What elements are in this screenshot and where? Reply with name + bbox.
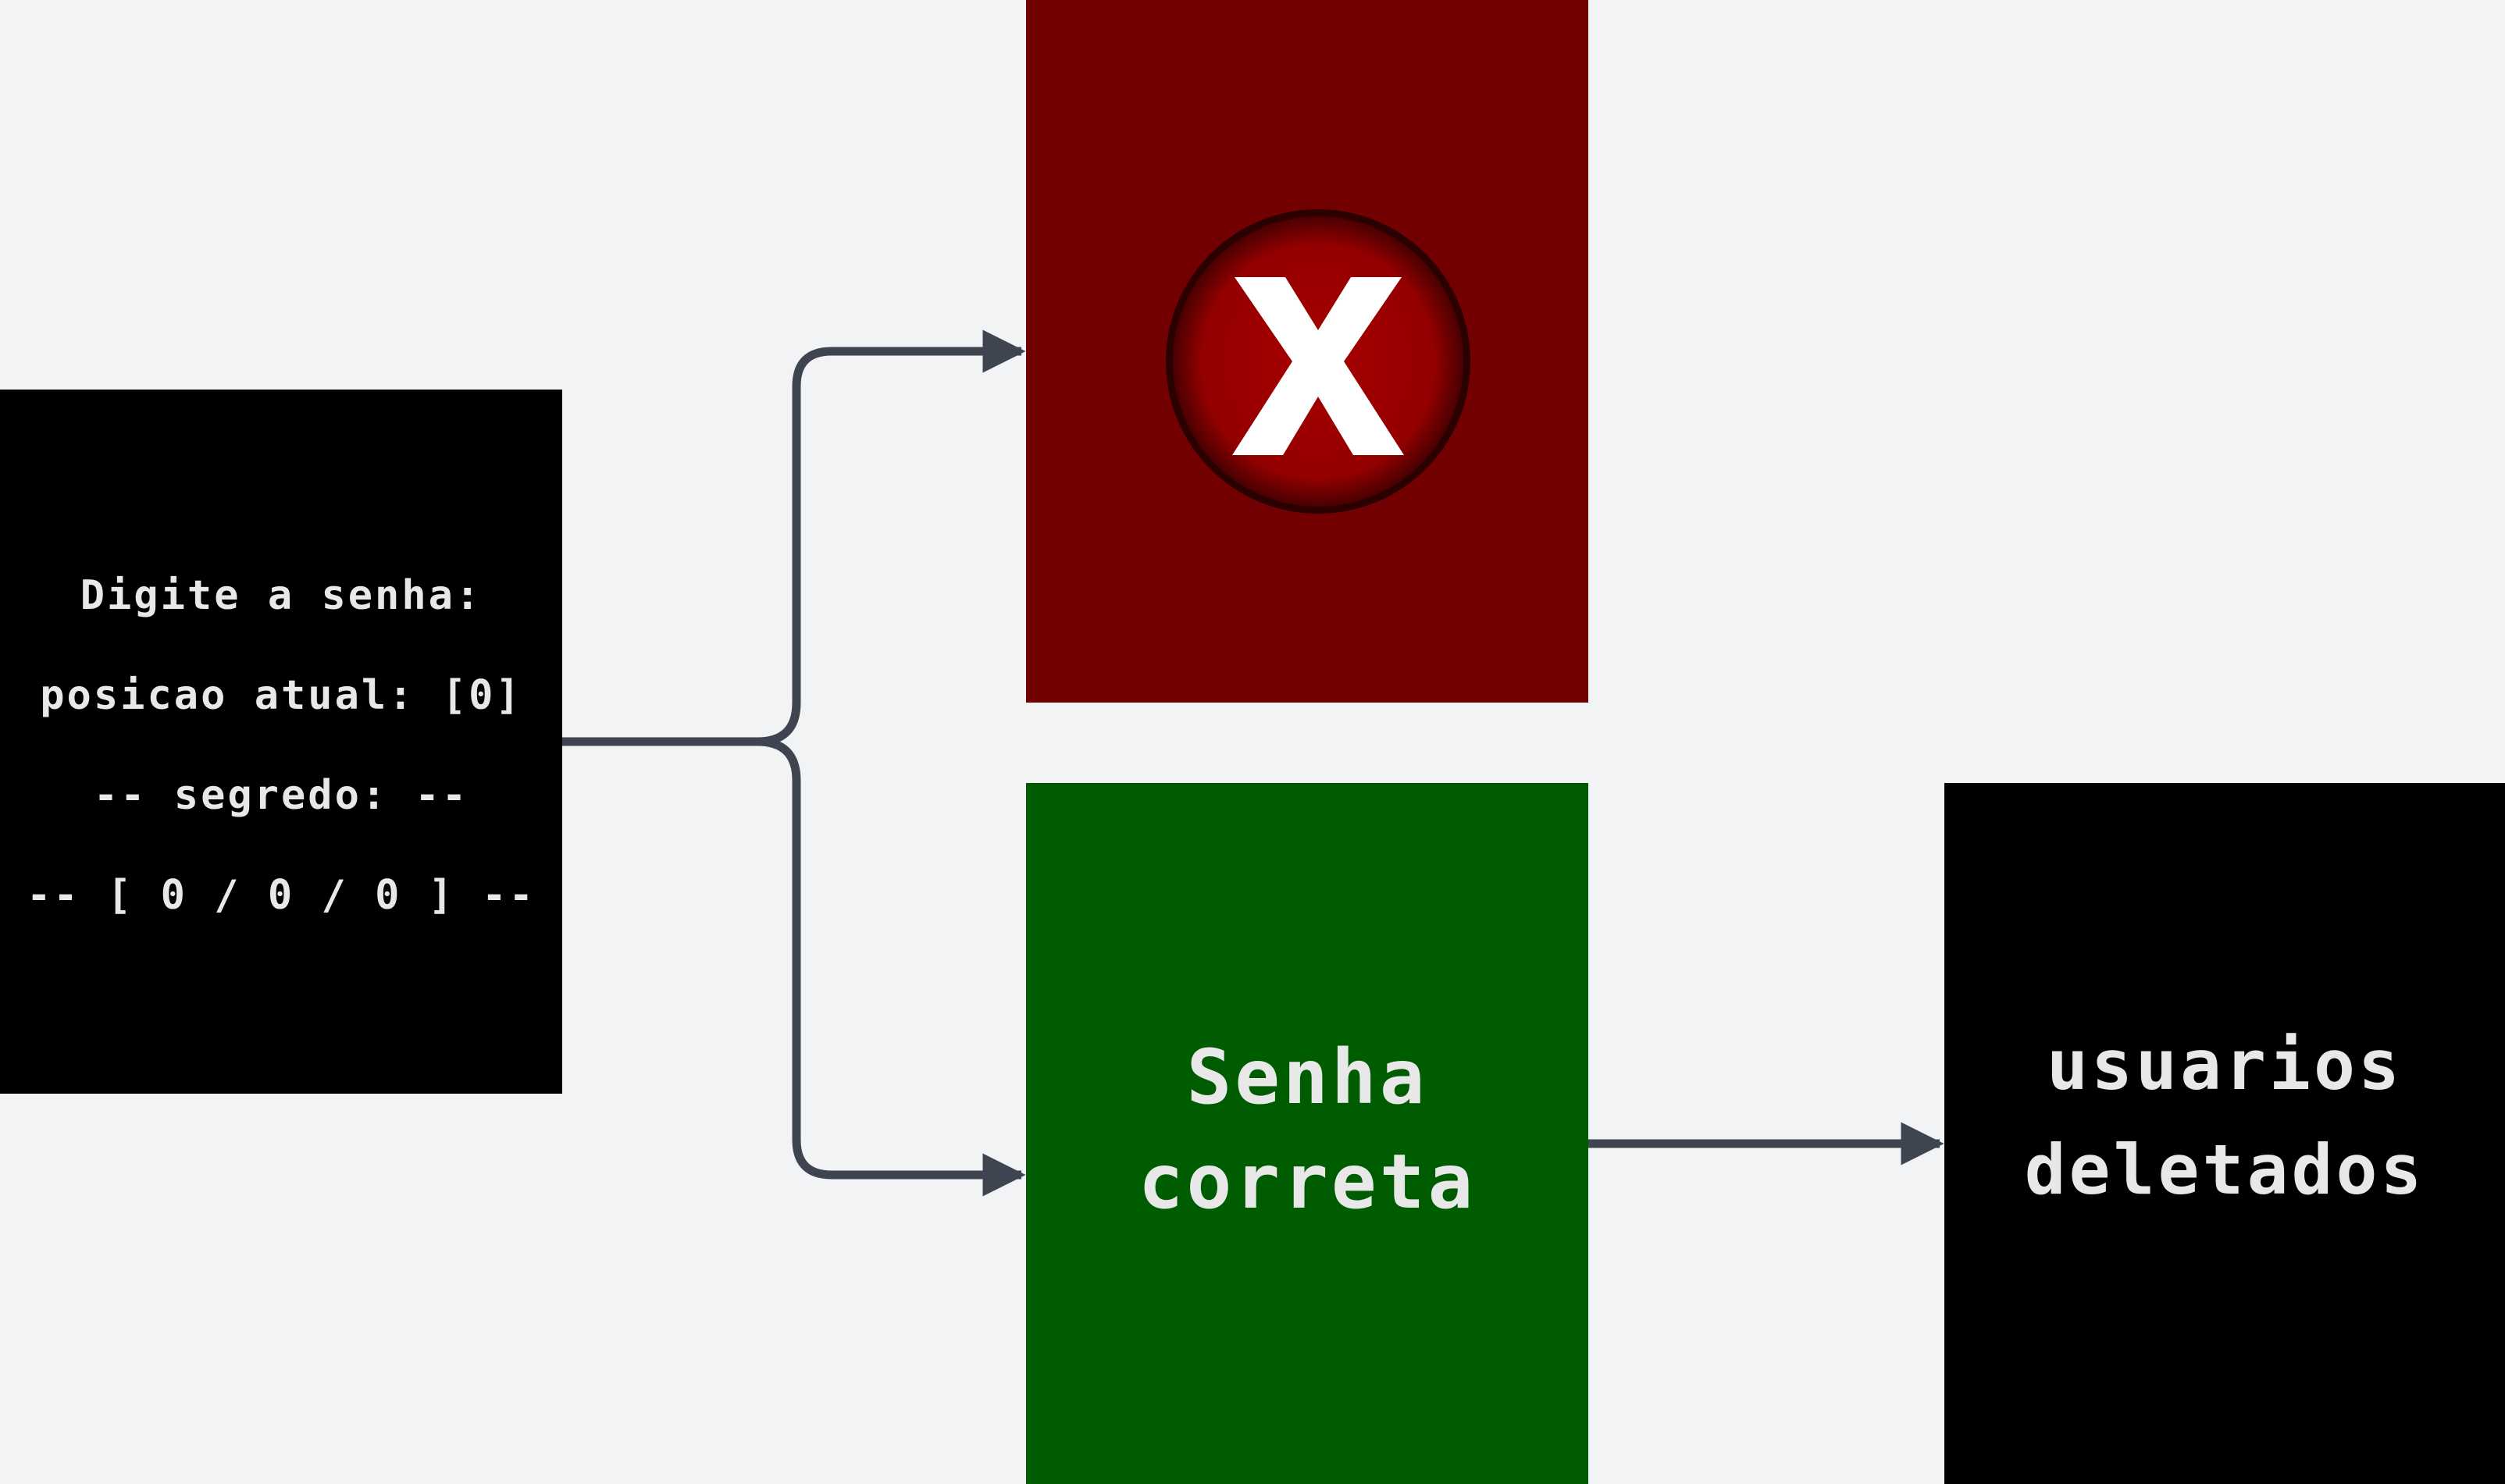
wrong-password-screen bbox=[1026, 0, 1588, 703]
position-line: posicao atual: [0] bbox=[40, 672, 522, 719]
success-line-1: Senha bbox=[1186, 1034, 1428, 1121]
success-line-2: correta bbox=[1138, 1138, 1477, 1226]
connector-input-to-error bbox=[562, 329, 1026, 746]
secret-header-line: -- segredo: -- bbox=[93, 772, 469, 819]
result-line-2: deletados bbox=[2024, 1130, 2425, 1210]
error-x-circle-icon bbox=[1166, 209, 1470, 514]
correct-password-screen: Senha correta bbox=[1026, 783, 1588, 1484]
secret-digits-line: -- [ 0 / 0 / 0 ] -- bbox=[27, 872, 536, 919]
password-prompt: Digite a senha: posicao atual: [0] -- se… bbox=[0, 568, 562, 967]
success-message: Senha correta bbox=[1026, 1025, 1588, 1234]
users-deleted-screen: usuarios deletados bbox=[1944, 783, 2505, 1484]
result-message: usuarios deletados bbox=[1944, 1013, 2505, 1222]
result-line-1: usuarios bbox=[2047, 1025, 2403, 1105]
password-input-screen: Digite a senha: posicao atual: [0] -- se… bbox=[0, 390, 562, 1094]
prompt-line: Digite a senha: bbox=[80, 572, 483, 619]
connector-input-to-success bbox=[757, 737, 1026, 1197]
